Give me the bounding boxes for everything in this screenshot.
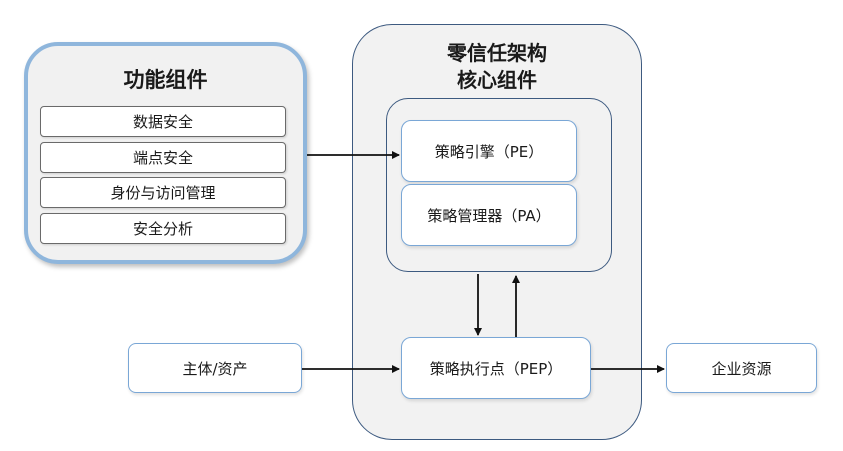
func-item-data-security: 数据安全 — [40, 106, 286, 137]
func-item-security-analytics: 安全分析 — [40, 213, 286, 244]
func-item-endpoint-security: 端点安全 — [40, 142, 286, 173]
core-title-line1: 零信任架构 — [447, 41, 547, 65]
policy-enforcement-point-box: 策略执行点（PEP） — [401, 337, 591, 399]
core-components-title: 零信任架构 核心组件 — [352, 40, 642, 94]
subject-asset-box: 主体/资产 — [128, 343, 302, 393]
functional-components-title: 功能组件 — [123, 68, 208, 92]
policy-engine-box: 策略引擎（PE） — [401, 120, 577, 182]
enterprise-resource-box: 企业资源 — [666, 343, 817, 393]
policy-administrator-box: 策略管理器（PA） — [401, 184, 577, 246]
func-item-identity-access: 身份与访问管理 — [40, 177, 286, 208]
core-title-line2: 核心组件 — [457, 68, 537, 92]
